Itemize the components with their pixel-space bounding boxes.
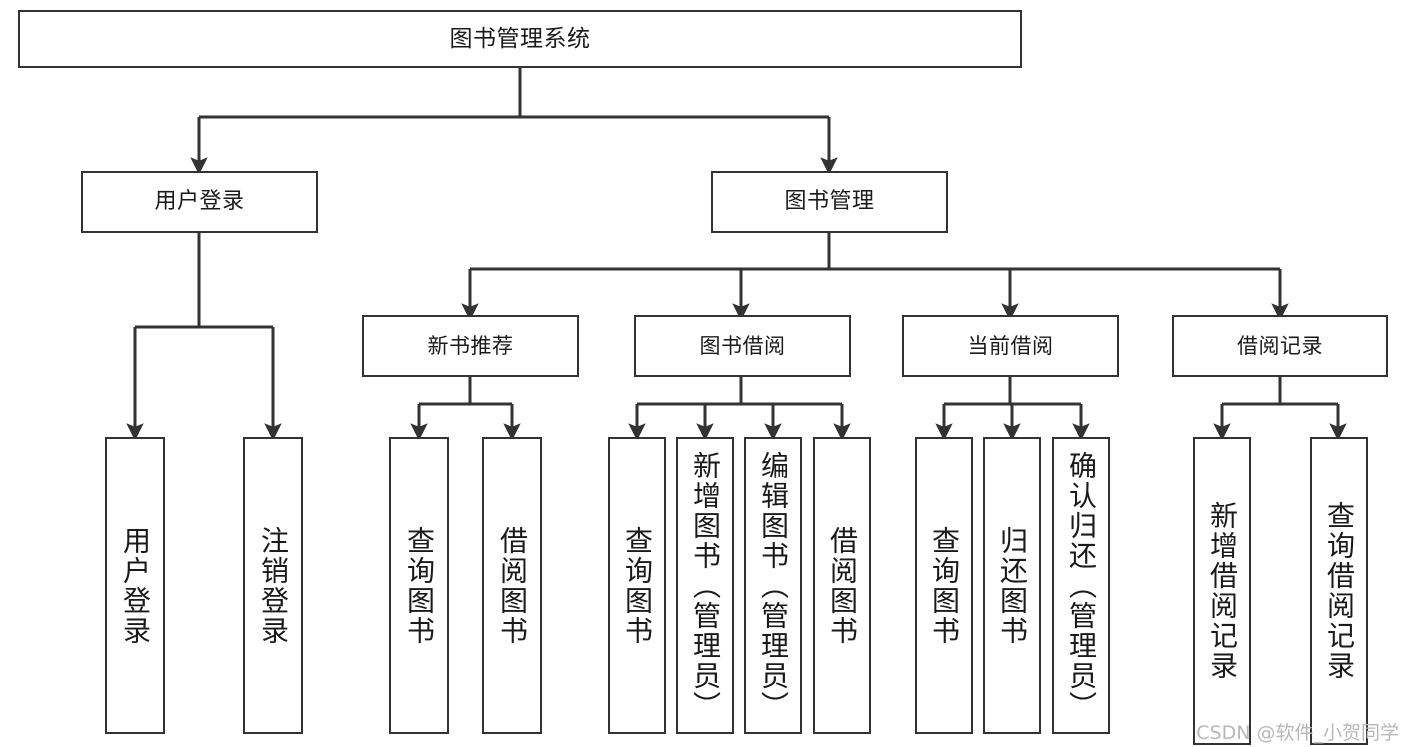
node-label: 用户登录: [119, 525, 152, 646]
node-label: 借阅图书: [496, 525, 529, 646]
node-label: 新增图书（管理员）: [689, 450, 722, 721]
node-label: 借阅图书: [826, 525, 859, 646]
node-label: 图书管理: [784, 189, 875, 215]
leaf-query-book-recommend[interactable]: 查询图书: [389, 437, 449, 734]
node-label: 编辑图书（管理员）: [757, 450, 790, 721]
leaf-return-book[interactable]: 归还图书: [983, 437, 1041, 734]
node-user-login[interactable]: 用户登录: [81, 171, 318, 233]
node-label: 确认归还（管理员）: [1065, 450, 1098, 721]
node-label: 查询图书: [403, 525, 436, 646]
leaf-logout[interactable]: 注销登录: [243, 437, 303, 734]
node-root-book-management-system[interactable]: 图书管理系统: [18, 10, 1022, 68]
node-borrow-record[interactable]: 借阅记录: [1172, 315, 1388, 377]
node-label: 查询图书: [928, 525, 961, 646]
node-label: 查询借阅记录: [1323, 501, 1356, 681]
node-current-borrow[interactable]: 当前借阅: [902, 315, 1119, 377]
node-label: 注销登录: [257, 525, 290, 646]
leaf-user-login[interactable]: 用户登录: [105, 437, 165, 734]
node-label: 新书推荐: [427, 333, 514, 358]
leaf-add-borrow-record[interactable]: 新增借阅记录: [1193, 437, 1251, 745]
leaf-borrow-book[interactable]: 借阅图书: [813, 437, 871, 734]
leaf-add-book-admin[interactable]: 新增图书（管理员）: [676, 437, 734, 734]
node-label: 图书借阅: [699, 333, 786, 358]
node-new-book-recommend[interactable]: 新书推荐: [362, 315, 579, 377]
node-book-borrow[interactable]: 图书借阅: [634, 315, 851, 377]
node-label: 图书管理系统: [449, 25, 591, 52]
leaf-query-book-borrow[interactable]: 查询图书: [608, 437, 666, 734]
leaf-query-borrow-record[interactable]: 查询借阅记录: [1310, 437, 1368, 745]
leaf-borrow-book-recommend[interactable]: 借阅图书: [482, 437, 542, 734]
node-label: 当前借阅: [967, 333, 1054, 358]
node-label: 借阅记录: [1237, 333, 1323, 358]
node-book-management[interactable]: 图书管理: [711, 171, 948, 233]
node-label: 查询图书: [621, 525, 654, 646]
leaf-query-book-current[interactable]: 查询图书: [915, 437, 973, 734]
node-label: 新增借阅记录: [1206, 501, 1239, 681]
node-label: 归还图书: [996, 525, 1029, 646]
leaf-edit-book-admin[interactable]: 编辑图书（管理员）: [744, 437, 802, 734]
leaf-confirm-return-admin[interactable]: 确认归还（管理员）: [1052, 437, 1110, 734]
node-label: 用户登录: [154, 189, 245, 215]
